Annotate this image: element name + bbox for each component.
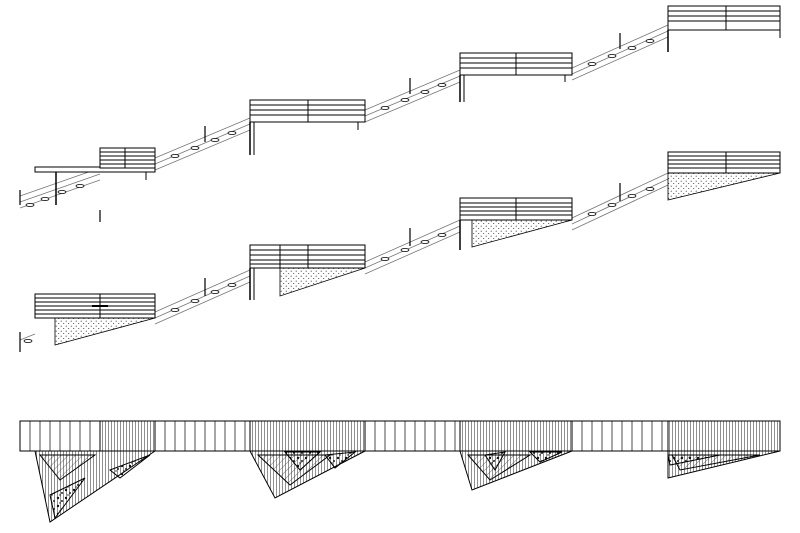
plan-support-1 <box>34 450 157 523</box>
plan-landing-2-deck <box>249 420 366 452</box>
plan-view <box>19 420 781 523</box>
upper-treads <box>25 39 655 207</box>
middle-landing-3 <box>459 197 573 250</box>
plan-landing-1-deck <box>99 420 156 452</box>
upper-elevation <box>19 5 781 222</box>
upper-flight-posts <box>19 33 621 222</box>
upper-landing-2 <box>249 99 366 155</box>
middle-elevation <box>19 151 781 352</box>
middle-treads <box>23 187 655 343</box>
middle-landing-4 <box>667 151 781 201</box>
plan-support-2 <box>249 450 366 499</box>
middle-landing-2 <box>249 244 366 300</box>
middle-stringer-lines <box>19 172 669 341</box>
plan-landing-4-deck <box>667 420 781 452</box>
plan-support-3 <box>459 450 573 491</box>
upper-stringer-lines <box>19 24 669 209</box>
middle-flight-posts <box>19 183 621 352</box>
upper-landing-4 <box>667 5 781 52</box>
upper-landing-1 <box>34 147 156 205</box>
plan-support-4 <box>667 450 781 479</box>
upper-landing-3 <box>459 52 573 102</box>
plan-landing-3-deck <box>459 420 573 452</box>
middle-landing-1 <box>34 293 156 346</box>
